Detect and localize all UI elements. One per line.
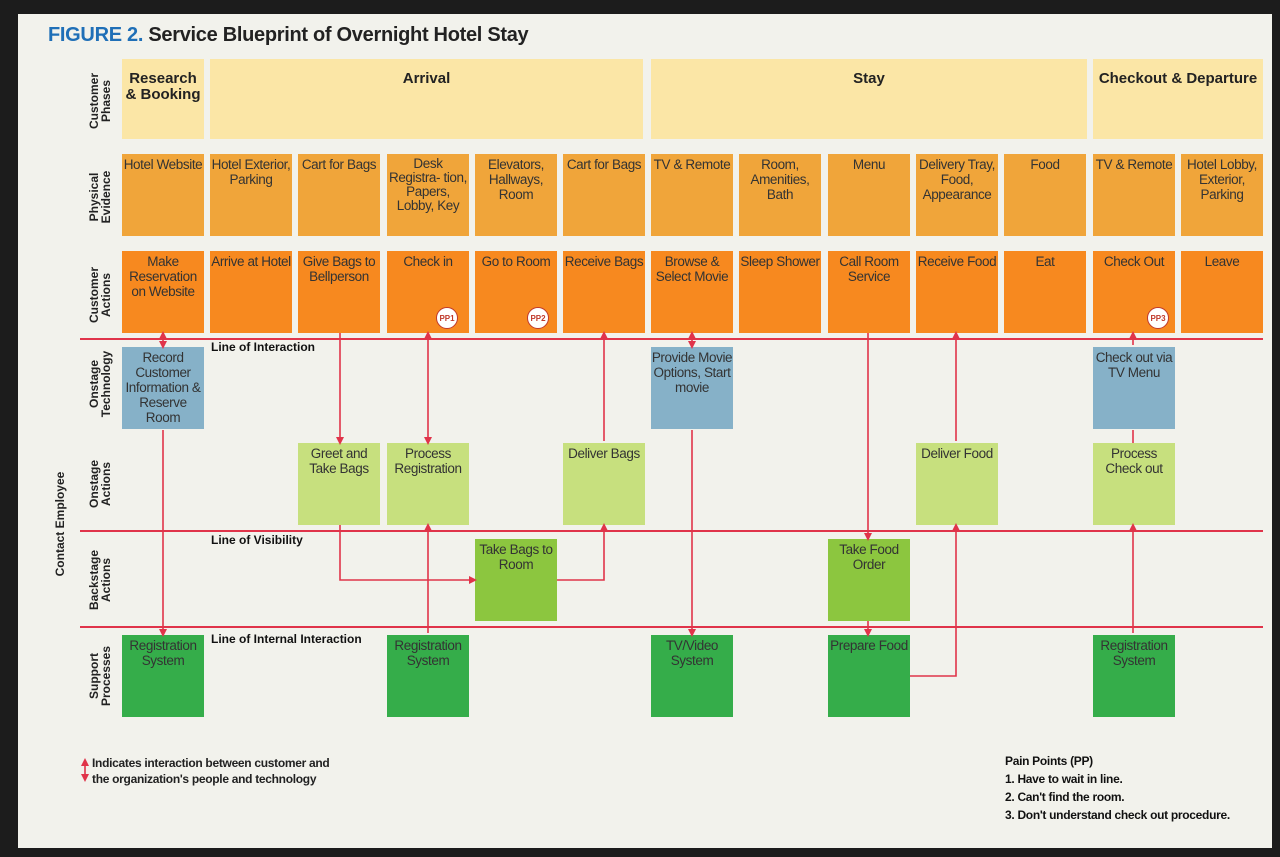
evidence-card: Cart for Bags bbox=[298, 154, 380, 236]
customer-action-card: Receive Food bbox=[916, 251, 998, 333]
phase-stay: Stay bbox=[651, 59, 1087, 139]
line-of-visibility-label: Line of Visibility bbox=[211, 533, 303, 547]
figure-number: FIGURE 2. bbox=[48, 24, 144, 46]
onstage-action-card: Deliver Food bbox=[916, 443, 998, 525]
legend-line-1: Indicates interaction between customer a… bbox=[92, 756, 330, 770]
row-label-backstage-actions: Backstage Actions bbox=[87, 549, 113, 611]
customer-action-card: Make Reservation on Website bbox=[122, 251, 204, 333]
figure-title: FIGURE 2. Service Blueprint of Overnight… bbox=[48, 24, 529, 47]
evidence-card: Cart for Bags bbox=[563, 154, 645, 236]
onstage-action-card: Greet and Take Bags bbox=[298, 443, 380, 525]
pain-point-item: 2. Can't find the room. bbox=[1005, 790, 1125, 804]
row-label-contact-employee: Contact Employee bbox=[53, 471, 67, 577]
phase-research-booking: Research & Booking bbox=[122, 59, 204, 139]
evidence-card: Hotel Exterior, Parking bbox=[210, 154, 292, 236]
row-label-onstage-actions: Onstage Actions bbox=[87, 460, 113, 509]
backstage-action-card: Take Bags to Room bbox=[475, 539, 557, 621]
support-process-card: Registration System bbox=[122, 635, 204, 717]
evidence-card: Food bbox=[1004, 154, 1086, 236]
legend-line-2: the organization's people and technology bbox=[92, 772, 317, 786]
row-label-customer-actions: Customer Actions bbox=[87, 267, 113, 324]
technology-card: Provide Movie Options, Start movie bbox=[651, 347, 733, 429]
phase-arrival: Arrival bbox=[210, 59, 643, 139]
evidence-card: Hotel Website bbox=[122, 154, 204, 236]
customer-action-card: Check in bbox=[387, 251, 469, 333]
pain-point-badge: PP2 bbox=[527, 307, 549, 329]
pain-points-title: Pain Points (PP) bbox=[1005, 754, 1093, 768]
evidence-card: TV & Remote bbox=[1093, 154, 1175, 236]
row-label-support-processes: Support Processes bbox=[87, 645, 113, 707]
support-process-card: Prepare Food bbox=[828, 635, 910, 717]
support-process-card: TV/Video System bbox=[651, 635, 733, 717]
customer-action-card: Receive Bags bbox=[563, 251, 645, 333]
evidence-card: Hotel Lobby, Exterior, Parking bbox=[1181, 154, 1263, 236]
onstage-action-card: Process Registration bbox=[387, 443, 469, 525]
line-of-interaction-label: Line of Interaction bbox=[211, 340, 316, 354]
customer-action-card: Sleep Shower bbox=[739, 251, 821, 333]
row-label-physical-evidence: Physical Evidence bbox=[87, 170, 113, 224]
onstage-action-card: Process Check out bbox=[1093, 443, 1175, 525]
customer-action-card: Give Bags to Bellperson bbox=[298, 251, 380, 333]
onstage-action-card: Deliver Bags bbox=[563, 443, 645, 525]
line-of-internal-interaction-label: Line of Internal Interaction bbox=[211, 632, 362, 646]
row-label-onstage-technology: Onstage Technology bbox=[87, 350, 113, 418]
customer-action-card: Call Room Service bbox=[828, 251, 910, 333]
evidence-card: TV & Remote bbox=[651, 154, 733, 236]
evidence-card: Elevators, Hallways, Room bbox=[475, 154, 557, 236]
customer-action-card: Leave bbox=[1181, 251, 1263, 333]
row-label-customer-phases: Customer Phases bbox=[87, 73, 113, 130]
pain-point-badge: PP1 bbox=[436, 307, 458, 329]
customer-action-card: Go to Room bbox=[475, 251, 557, 333]
pain-point-item: 3. Don't understand check out procedure. bbox=[1005, 808, 1230, 822]
pain-point-badge: PP3 bbox=[1147, 307, 1169, 329]
blueprint-sheet bbox=[18, 14, 1272, 848]
customer-action-card: Eat bbox=[1004, 251, 1086, 333]
customer-action-card: Browse & Select Movie bbox=[651, 251, 733, 333]
pain-point-item: 1. Have to wait in line. bbox=[1005, 772, 1123, 786]
technology-card: Record Customer Information & Reserve Ro… bbox=[122, 347, 204, 429]
customer-action-card: Arrive at Hotel bbox=[210, 251, 292, 333]
technology-card: Check out via TV Menu bbox=[1093, 347, 1175, 429]
support-process-card: Registration System bbox=[1093, 635, 1175, 717]
phase-checkout-departure: Checkout & Departure bbox=[1093, 59, 1263, 139]
evidence-card: Desk Registra- tion, Papers, Lobby, Key bbox=[387, 154, 469, 236]
backstage-action-card: Take Food Order bbox=[828, 539, 910, 621]
legend: Indicates interaction between customer a… bbox=[92, 755, 330, 787]
evidence-card: Delivery Tray, Food, Appearance bbox=[916, 154, 998, 236]
evidence-card: Menu bbox=[828, 154, 910, 236]
evidence-card: Room, Amenities, Bath bbox=[739, 154, 821, 236]
figure-title-text: Service Blueprint of Overnight Hotel Sta… bbox=[148, 24, 529, 46]
support-process-card: Registration System bbox=[387, 635, 469, 717]
pain-points-legend: Pain Points (PP) 1. Have to wait in line… bbox=[1005, 752, 1230, 824]
